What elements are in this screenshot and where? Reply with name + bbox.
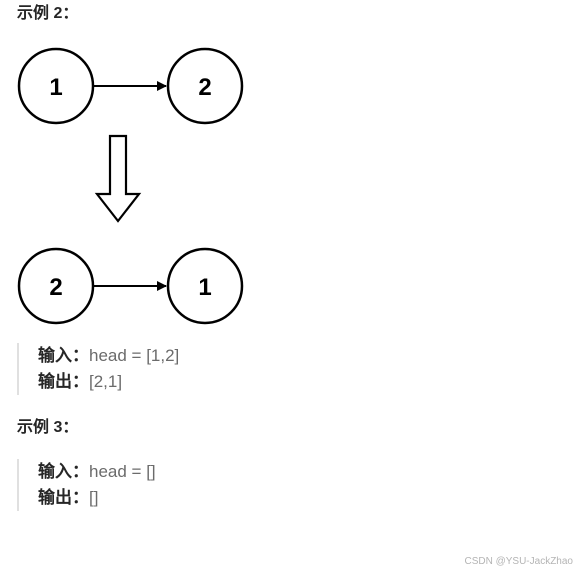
example-2-input-value: head = [1,2] xyxy=(89,346,180,365)
example-3-output-line: 输出：[] xyxy=(38,485,417,511)
example-2-output-line: 输出：[2,1] xyxy=(38,369,417,395)
example-3-input-value: head = [] xyxy=(89,462,156,481)
before-node-right xyxy=(166,47,244,125)
example-2-input-label: 输入： xyxy=(38,346,89,365)
example-2-input-line: 输入：head = [1,2] xyxy=(38,343,417,369)
before-list: 1 2 xyxy=(17,47,244,125)
example-2-io-block: 输入：head = [1,2] 输出：[2,1] xyxy=(17,343,417,395)
before-node-right-value: 2 xyxy=(198,74,211,101)
example-3-heading: 示例 3： xyxy=(17,419,79,436)
transform-down-arrow xyxy=(94,134,142,223)
after-list: 2 1 xyxy=(17,247,244,325)
example-3-input-label: 输入： xyxy=(38,462,89,481)
example-3-output-label: 输出： xyxy=(38,488,89,507)
after-node-right xyxy=(166,247,244,325)
example-3-output-value: [] xyxy=(89,488,99,507)
csdn-watermark: CSDN @YSU-JackZhao xyxy=(464,556,573,567)
before-node-left-value: 1 xyxy=(49,74,62,101)
example-3-input-line: 输入：head = [] xyxy=(38,459,417,485)
after-node-left-value: 2 xyxy=(49,274,62,301)
example-2-output-value: [2,1] xyxy=(89,372,123,391)
linked-list-diagram: 1 2 2 1 xyxy=(17,47,244,325)
example-2-heading: 示例 2： xyxy=(17,5,79,22)
example-2-output-label: 输出： xyxy=(38,372,89,391)
example-3-io-block: 输入：head = [] 输出：[] xyxy=(17,459,417,511)
after-node-right-value: 1 xyxy=(198,274,211,301)
